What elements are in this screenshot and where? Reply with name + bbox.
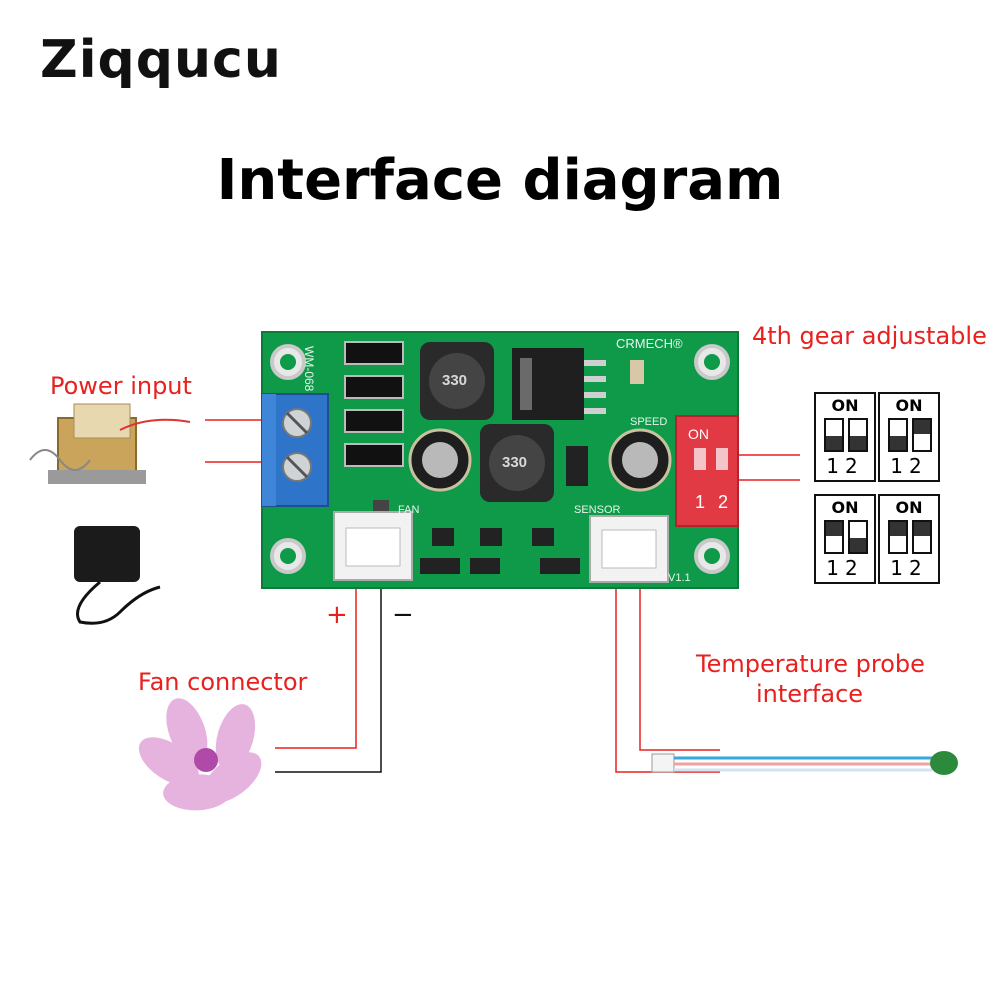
mounting-hole	[270, 538, 306, 574]
small-ics	[373, 360, 644, 574]
dip-on-label: ON	[895, 396, 923, 415]
fan-icon	[138, 698, 262, 811]
temp-probe-label-line2: interface	[756, 680, 864, 708]
mounting-hole	[694, 538, 730, 574]
dip-switch-sw1	[888, 520, 908, 554]
dip-switch-sw1	[888, 418, 908, 452]
dip-switch-sw2	[912, 418, 932, 452]
capacitor-2	[608, 428, 672, 492]
dip-number-label: 12	[890, 556, 928, 580]
plus-sign: +	[326, 600, 348, 630]
fan-wire-plus	[275, 588, 357, 749]
brand-logo: Ziqqucu	[40, 30, 282, 90]
fan-port	[333, 511, 413, 581]
dip-number-label: 12	[826, 454, 864, 478]
sensor-wire-2	[639, 588, 720, 751]
dip-setting-4: ON 12	[878, 494, 940, 584]
speed-label: SPEED	[630, 416, 668, 428]
mounting-hole	[270, 344, 306, 380]
dip-on-label: ON	[831, 396, 859, 415]
dip-switch-sw1	[824, 418, 844, 452]
gear-adjustable-label: 4th gear adjustable	[752, 322, 987, 350]
dip-setting-3: ON 12	[814, 494, 876, 584]
sensor-wire-1	[615, 588, 720, 773]
power-input-label: Power input	[50, 372, 192, 400]
adapter-icon	[74, 526, 161, 625]
board-dip-on-label: ON	[688, 426, 709, 442]
dip-knob	[850, 436, 866, 450]
dip-knob	[850, 538, 866, 552]
dip-on-label: ON	[895, 498, 923, 517]
dip-switch-sw1	[824, 520, 844, 554]
dip-knob	[914, 522, 930, 536]
dip-on-label: ON	[831, 498, 859, 517]
dip-setting-2: ON 12	[878, 392, 940, 482]
fan-port-label: FAN	[398, 504, 420, 516]
board-maker-label: CRMECH®	[616, 336, 683, 351]
inductor-2-label: 330	[502, 454, 528, 471]
board-dip-1-label: 1	[695, 492, 706, 512]
sensor-port	[589, 515, 669, 583]
capacitor-1	[408, 428, 472, 492]
dip-number-label: 12	[890, 454, 928, 478]
dip-switch-sw2	[848, 418, 868, 452]
dip-knob	[890, 436, 906, 450]
temperature-probe-icon	[651, 751, 958, 775]
transformer-icon	[29, 403, 191, 484]
dip-number-label: 12	[826, 556, 864, 580]
version-label: V1.1	[668, 572, 691, 584]
power-terminal	[261, 393, 329, 507]
fan-wire-minus	[275, 588, 382, 773]
dip-switch-sw2	[912, 520, 932, 554]
dip-knob	[914, 420, 930, 434]
board-dip-switch	[675, 415, 739, 527]
page-title: Interface diagram	[216, 148, 784, 213]
inductor-1-label: 330	[442, 372, 468, 389]
dip-knob	[890, 522, 906, 536]
board-dip-2-label: 2	[718, 492, 729, 512]
minus-sign: −	[392, 600, 414, 630]
diodes	[344, 341, 404, 467]
dip-setting-1: ON 12	[814, 392, 876, 482]
regulator-chip	[512, 348, 606, 420]
fan-connector-label: Fan connector	[138, 668, 308, 696]
inductor-2	[480, 424, 554, 502]
dip-switch-sw2	[848, 520, 868, 554]
inductor-1	[420, 342, 494, 420]
dip-knob	[826, 522, 842, 536]
sensor-port-label: SENSOR	[574, 504, 621, 516]
brand-name: Ziqqucu	[40, 30, 282, 90]
dip-knob	[826, 436, 842, 450]
board-model-label: WM-068	[302, 346, 316, 392]
pcb-board	[261, 331, 739, 589]
mounting-hole	[694, 344, 730, 380]
temp-probe-label-line1: Temperature probe	[696, 650, 925, 678]
